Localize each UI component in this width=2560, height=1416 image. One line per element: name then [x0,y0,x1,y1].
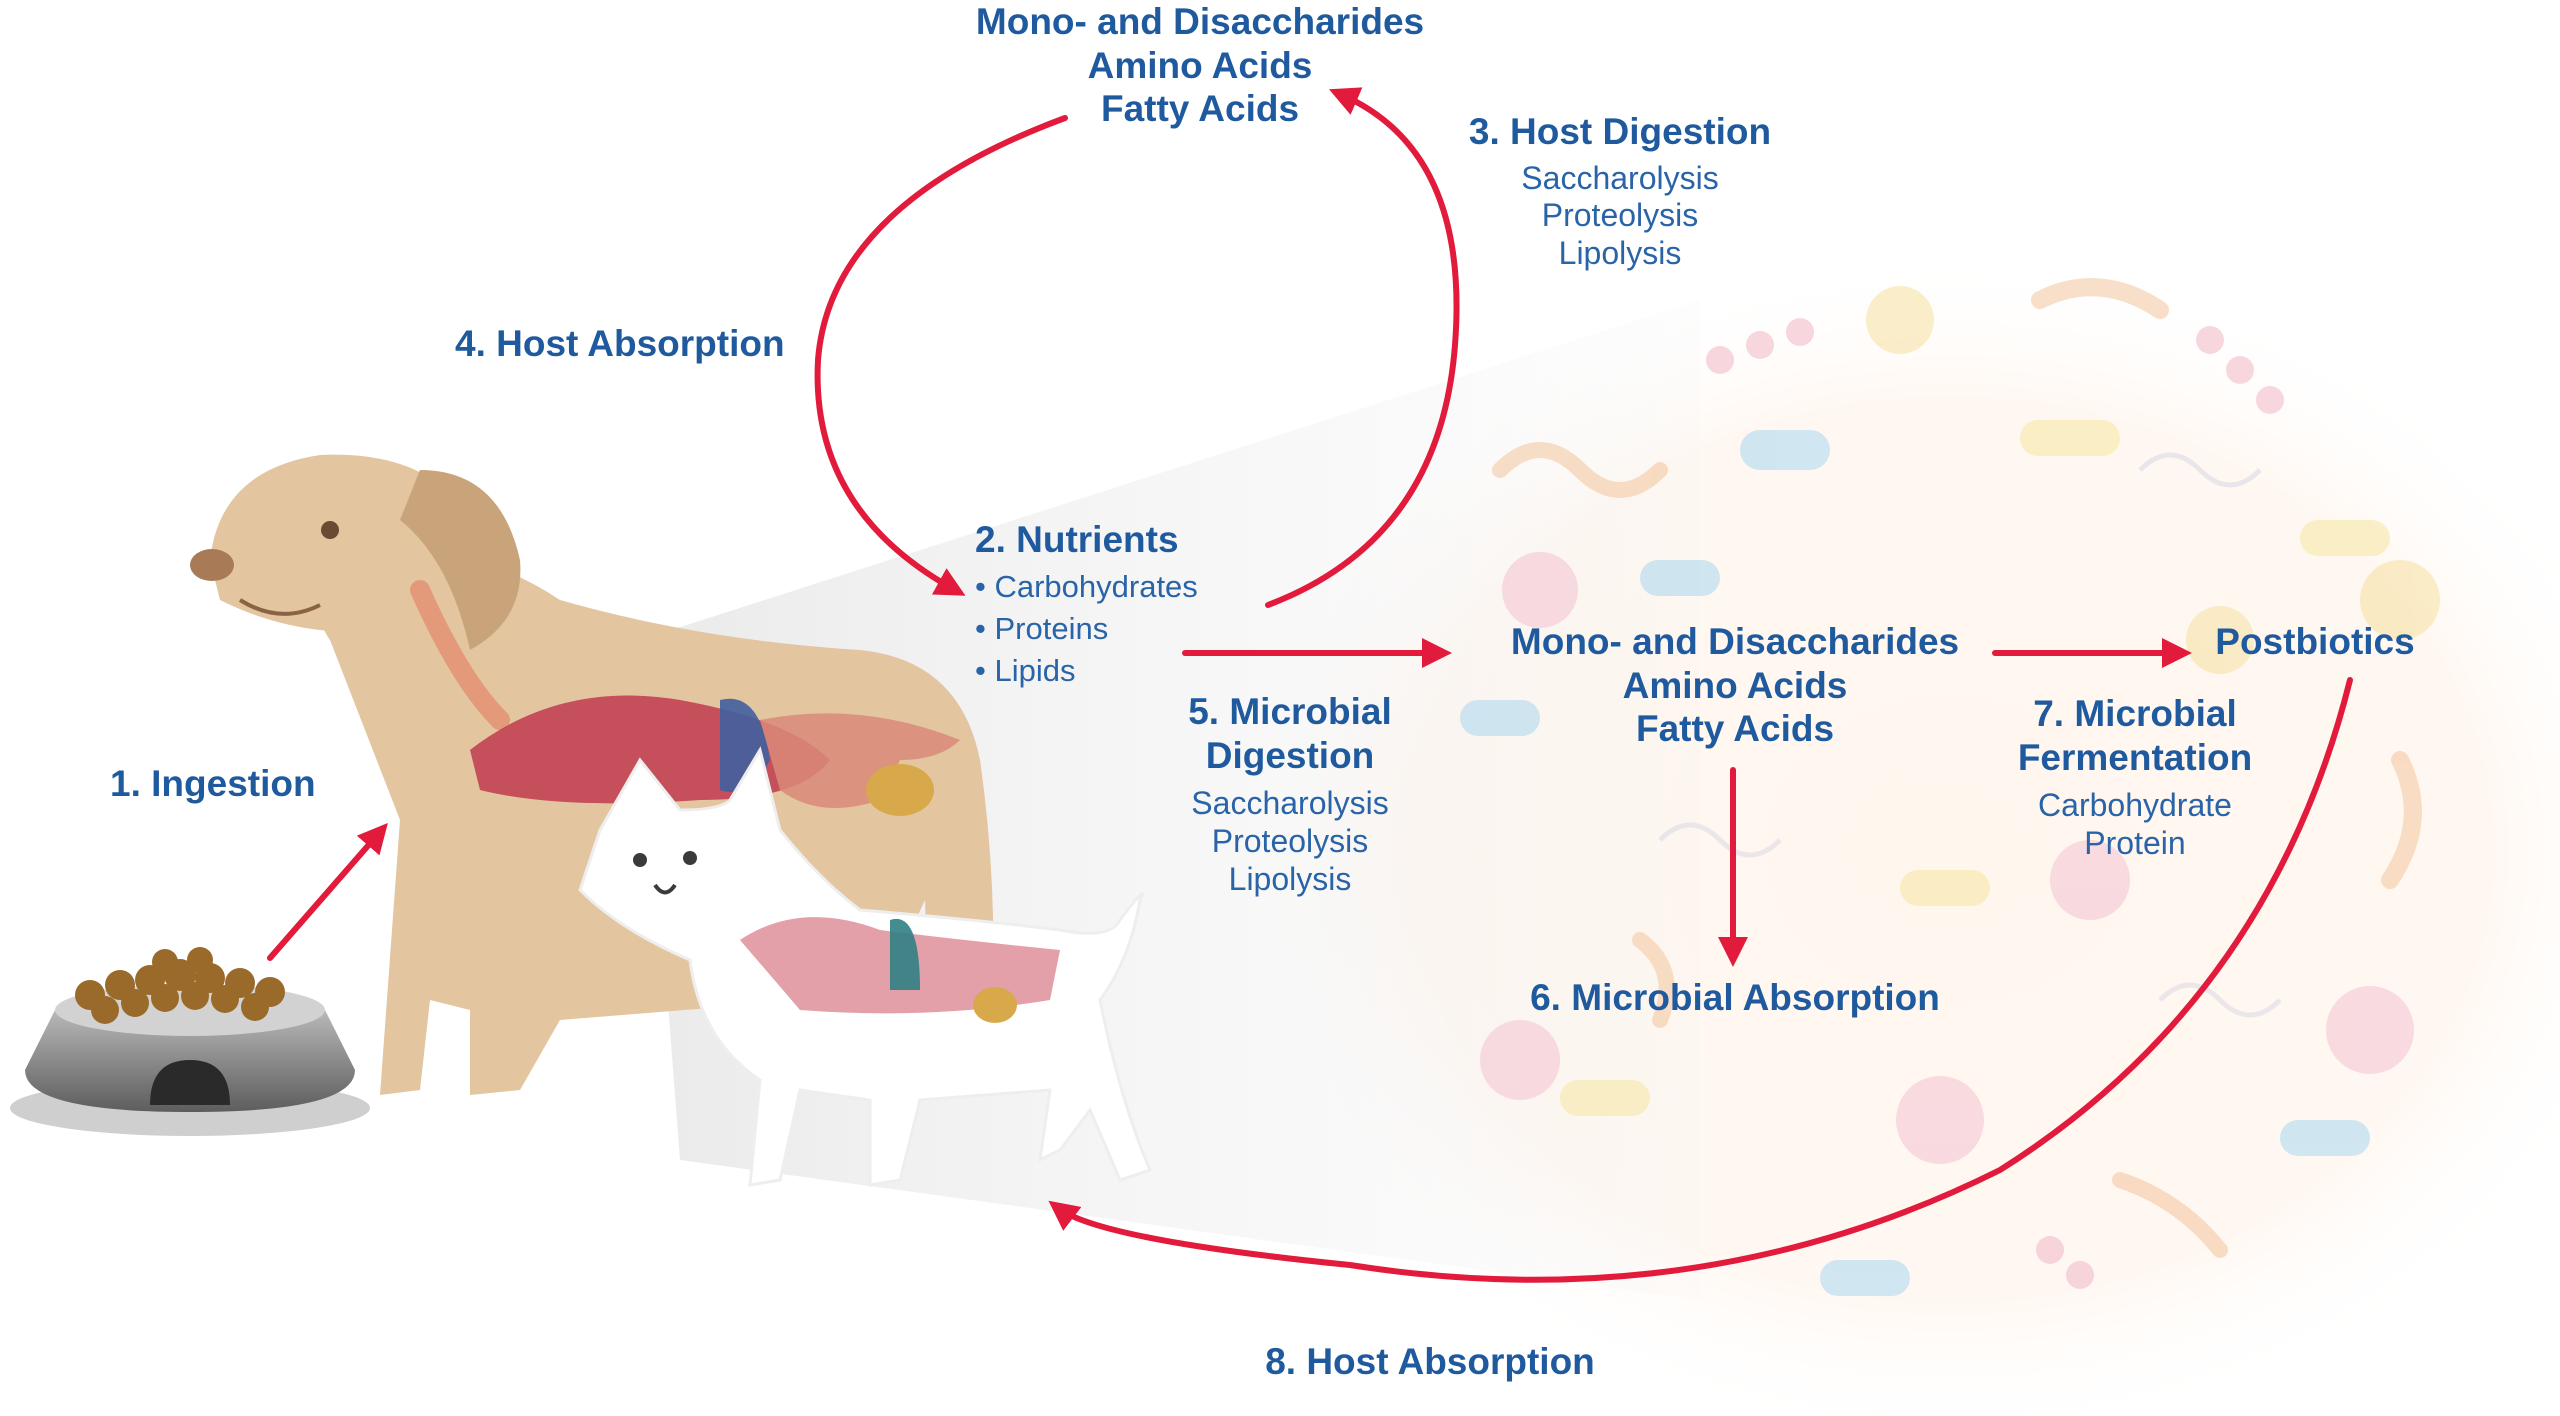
arrow-ingestion [267,822,388,961]
microbial-digestion-label: 5. Microbial Digestion Saccharolysis Pro… [1145,690,1435,899]
mid-product-3: Fatty Acids [1635,708,1835,750]
top-product-2: Amino Acids [1087,44,1313,86]
host-digestion-item-2: Proteolysis [1541,197,1699,234]
host-digestion-title: 3. Host Digestion [1468,111,1772,152]
food-bowl-illustration [10,947,370,1136]
microbial-fermentation-item-2: Protein [2084,825,2186,862]
flow-arrows [267,87,2353,1283]
microbial-fermentation-label: 7. Microbial Fermentation Carbohydrate P… [2000,692,2270,863]
ingestion-label: 1. Ingestion [110,763,316,804]
cat-illustration [578,746,1153,1187]
microbial-digestion-title-1: 5. Microbial [1188,691,1392,732]
nutrient-item: Carbohydrates [975,566,1197,608]
top-product-3: Fatty Acids [1100,88,1300,130]
nutrients-list: Carbohydrates Proteins Lipids [975,566,1198,692]
nutrient-item: Proteins [975,608,1198,650]
microbial-absorption-label: 6. Microbial Absorption [1530,977,1940,1018]
nutrients-label: 2. Nutrients [975,518,1275,562]
mid-product-1: Mono- and Disaccharides [1510,621,1960,662]
top-products: Mono- and Disaccharides Amino Acids Fatt… [970,0,1430,131]
microbial-digestion-item-1: Saccharolysis [1191,785,1389,822]
host-absorption-top-label: 4. Host Absorption [455,323,785,364]
arrow-host-absorption-top [814,115,1068,596]
nutrient-item: Lipids [975,650,1198,692]
host-digestion-item-3: Lipolysis [1558,235,1682,272]
microbial-fermentation-item-1: Carbohydrate [2038,787,2232,824]
arrow-host-absorption-bottom [1048,677,2353,1283]
top-product-1: Mono- and Disaccharides [975,1,1425,42]
host-digestion-item-1: Saccharolysis [1521,159,1719,196]
postbiotics-label: Postbiotics [2215,621,2415,662]
mid-product-2: Amino Acids [1622,664,1848,706]
microbial-fermentation-title-1: 7. Microbial [2033,693,2237,734]
host-absorption-bottom-label: 8. Host Absorption [1265,1341,1595,1382]
host-digestion-label: 3. Host Digestion Saccharolysis Proteoly… [1440,110,1800,273]
nutrients-title: 2. Nutrients [975,519,1179,560]
arrow-host-digestion [1265,87,1460,608]
microbial-digestion-title-2: Digestion [1205,734,1375,776]
mid-products: Mono- and Disaccharides Amino Acids Fatt… [1500,620,1970,751]
microbial-fermentation-title-2: Fermentation [2017,736,2253,778]
microbial-digestion-item-2: Proteolysis [1211,823,1369,860]
microbial-digestion-item-3: Lipolysis [1228,860,1352,897]
